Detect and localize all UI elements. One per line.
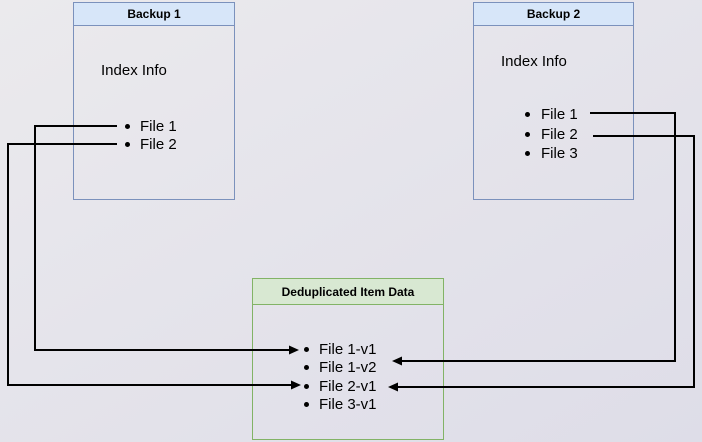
list-item: File 1-v2 (304, 359, 377, 378)
backup2-file-list: File 1 File 2 File 3 (525, 105, 578, 164)
bullet-icon (125, 123, 130, 129)
deduplicated-item-data-box: Deduplicated Item Data File 1-v1 File 1-… (252, 278, 444, 440)
bullet-icon (525, 131, 530, 137)
backup1-index-info-label: Index Info (101, 62, 167, 79)
file-label: File 1 (541, 106, 578, 124)
file-label: File 2 (140, 135, 177, 153)
backup1-box: Backup 1 Index Info File 1 File 2 (73, 2, 235, 200)
bullet-icon (304, 383, 309, 389)
backup1-title: Backup 1 (74, 3, 234, 26)
list-item: File 1-v1 (304, 340, 377, 359)
backup2-index-info-label: Index Info (501, 53, 567, 70)
dedup-file-list: File 1-v1 File 1-v2 File 2-v1 File 3-v1 (304, 340, 377, 414)
bullet-icon (304, 402, 309, 408)
list-item: File 2-v1 (304, 377, 377, 396)
file-label: File 3 (541, 145, 578, 163)
bullet-icon (304, 365, 309, 371)
deduplicated-item-data-title: Deduplicated Item Data (253, 279, 443, 305)
file-label: File 2-v1 (319, 377, 377, 395)
bullet-icon (304, 346, 309, 352)
backup2-title: Backup 2 (474, 3, 633, 26)
file-label: File 3-v1 (319, 396, 377, 414)
list-item: File 1 (525, 105, 578, 125)
file-label: File 1-v2 (319, 359, 377, 377)
file-label: File 2 (541, 125, 578, 143)
list-item: File 3-v1 (304, 396, 377, 415)
list-item: File 2 (525, 125, 578, 145)
list-item: File 2 (125, 135, 177, 153)
bullet-icon (525, 112, 530, 118)
bullet-icon (125, 141, 130, 147)
list-item: File 1 (125, 117, 177, 135)
bullet-icon (525, 151, 530, 157)
list-item: File 3 (525, 144, 578, 164)
file-label: File 1-v1 (319, 340, 377, 358)
backup2-box: Backup 2 Index Info File 1 File 2 File 3 (473, 2, 634, 200)
backup1-file-list: File 1 File 2 (125, 117, 177, 153)
file-label: File 1 (140, 117, 177, 135)
